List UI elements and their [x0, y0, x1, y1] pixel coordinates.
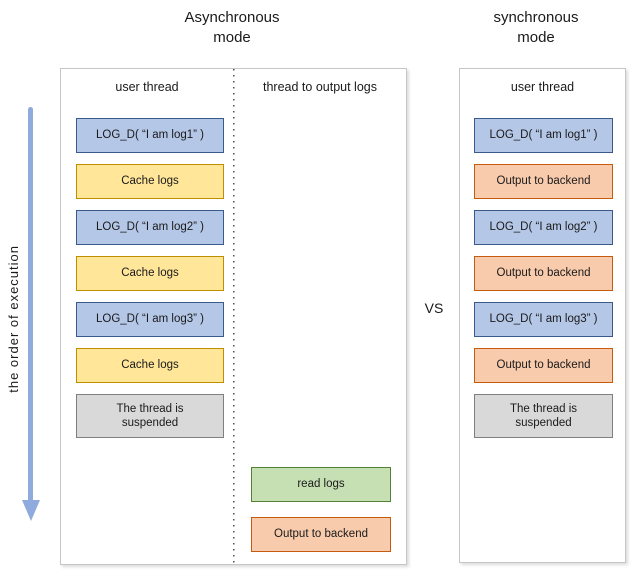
async-cache-logs-box-1: Cache logs — [76, 164, 224, 199]
async-panel: user thread thread to output logs LOG_D(… — [60, 68, 407, 565]
sync-output-backend-box-2: Output to backend — [474, 256, 613, 291]
sync-output-backend-box-3: Output to backend — [474, 348, 613, 383]
async-log-call-box-2: LOG_D( “I am log2” ) — [76, 210, 224, 245]
sync-output-backend-box-1: Output to backend — [474, 164, 613, 199]
sync-thread-suspended-box: The thread is suspended — [474, 394, 613, 438]
sync-log-call-box-2: LOG_D( “I am log2” ) — [474, 210, 613, 245]
async-log-call-box-1: LOG_D( “I am log1” ) — [76, 118, 224, 153]
async-cache-logs-box-2: Cache logs — [76, 256, 224, 291]
thread-divider-dotted-line — [233, 69, 235, 564]
sync-panel: user thread LOG_D( “I am log1” ) Output … — [459, 68, 626, 563]
async-output-backend-box: Output to backend — [251, 517, 391, 552]
sync-user-thread-header: user thread — [510, 80, 575, 94]
async-log-call-box-3: LOG_D( “I am log3” ) — [76, 302, 224, 337]
sync-log-call-box-1: LOG_D( “I am log1” ) — [474, 118, 613, 153]
execution-order-label: the order of execution — [6, 245, 21, 393]
async-user-thread-header: user thread — [115, 80, 179, 94]
async-mode-title: Asynchronous mode — [184, 9, 280, 47]
sync-mode-title: synchronous mode — [493, 9, 579, 47]
async-output-thread-header: thread to output logs — [263, 80, 377, 94]
async-thread-suspended-box: The thread is suspended — [76, 394, 224, 438]
execution-order-arrow-shaft — [28, 107, 33, 503]
async-cache-logs-box-3: Cache logs — [76, 348, 224, 383]
sync-log-call-box-3: LOG_D( “I am log3” ) — [474, 302, 613, 337]
vs-label: VS — [424, 300, 444, 316]
async-read-logs-box: read logs — [251, 467, 391, 502]
down-arrow-icon — [22, 500, 40, 521]
